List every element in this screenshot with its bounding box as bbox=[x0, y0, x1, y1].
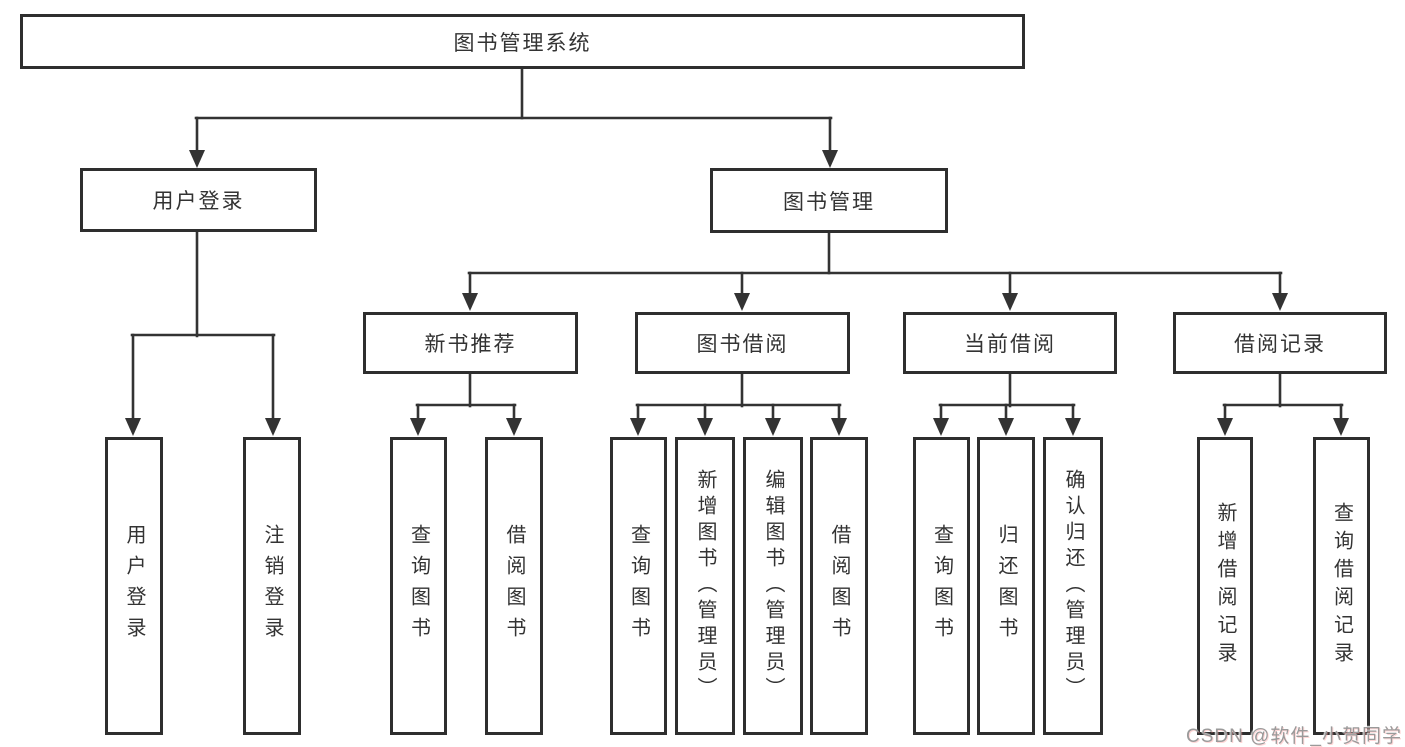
leaf-return-books-label: 归还图书 bbox=[995, 524, 1017, 648]
node-new-book-recommend: 新书推荐 bbox=[363, 312, 578, 374]
node-book-management-label: 图书管理 bbox=[783, 190, 875, 214]
node-current-borrowing: 当前借阅 bbox=[903, 312, 1117, 374]
leaf-current-query-books-label: 查询图书 bbox=[930, 524, 953, 648]
leaf-query-borrow-record-label: 查询借阅记录 bbox=[1330, 502, 1353, 670]
node-book-borrowing: 图书借阅 bbox=[635, 312, 850, 374]
leaf-add-books-admin: 新增图书（管理员） bbox=[675, 437, 735, 735]
leaf-borrowing-query-books: 查询图书 bbox=[610, 437, 667, 735]
node-book-management: 图书管理 bbox=[710, 168, 948, 233]
node-borrowing-records: 借阅记录 bbox=[1173, 312, 1387, 374]
node-user-login: 用户登录 bbox=[80, 168, 317, 232]
leaf-recommend-borrow-books: 借阅图书 bbox=[485, 437, 543, 735]
leaf-query-borrow-record: 查询借阅记录 bbox=[1313, 437, 1370, 735]
leaf-borrowing-borrow-books-label: 借阅图书 bbox=[828, 524, 850, 648]
leaf-logout-label: 注销登录 bbox=[261, 524, 283, 648]
leaf-confirm-return-admin-label: 确认归还（管理员） bbox=[1062, 469, 1084, 703]
node-root-label: 图书管理系统 bbox=[453, 31, 592, 55]
node-book-borrowing-label: 图书借阅 bbox=[696, 333, 789, 356]
watermark-csdn: CSDN @软件_小贺同学 bbox=[1186, 726, 1402, 747]
node-new-book-recommend-label: 新书推荐 bbox=[424, 333, 517, 356]
leaf-user-login: 用户登录 bbox=[105, 437, 163, 735]
node-root-system: 图书管理系统 bbox=[20, 14, 1025, 69]
leaf-current-query-books: 查询图书 bbox=[913, 437, 970, 735]
leaf-borrowing-borrow-books: 借阅图书 bbox=[810, 437, 868, 735]
leaf-add-borrow-record-label: 新增借阅记录 bbox=[1214, 502, 1236, 670]
leaf-recommend-query-books: 查询图书 bbox=[390, 437, 447, 735]
leaf-return-books: 归还图书 bbox=[977, 437, 1035, 735]
leaf-recommend-query-books-label: 查询图书 bbox=[407, 524, 430, 648]
node-borrowing-records-label: 借阅记录 bbox=[1234, 333, 1326, 356]
leaf-edit-books-admin: 编辑图书（管理员） bbox=[743, 437, 803, 735]
node-user-login-label: 用户登录 bbox=[152, 190, 245, 213]
leaf-recommend-borrow-books-label: 借阅图书 bbox=[503, 524, 525, 648]
leaf-user-login-label: 用户登录 bbox=[123, 524, 145, 648]
leaf-add-books-admin-label: 新增图书（管理员） bbox=[694, 469, 716, 703]
leaf-logout: 注销登录 bbox=[243, 437, 301, 735]
leaf-edit-books-admin-label: 编辑图书（管理员） bbox=[762, 469, 784, 703]
leaf-borrowing-query-books-label: 查询图书 bbox=[627, 524, 650, 648]
leaf-confirm-return-admin: 确认归还（管理员） bbox=[1043, 437, 1103, 735]
node-current-borrowing-label: 当前借阅 bbox=[964, 333, 1056, 356]
leaf-add-borrow-record: 新增借阅记录 bbox=[1197, 437, 1253, 735]
